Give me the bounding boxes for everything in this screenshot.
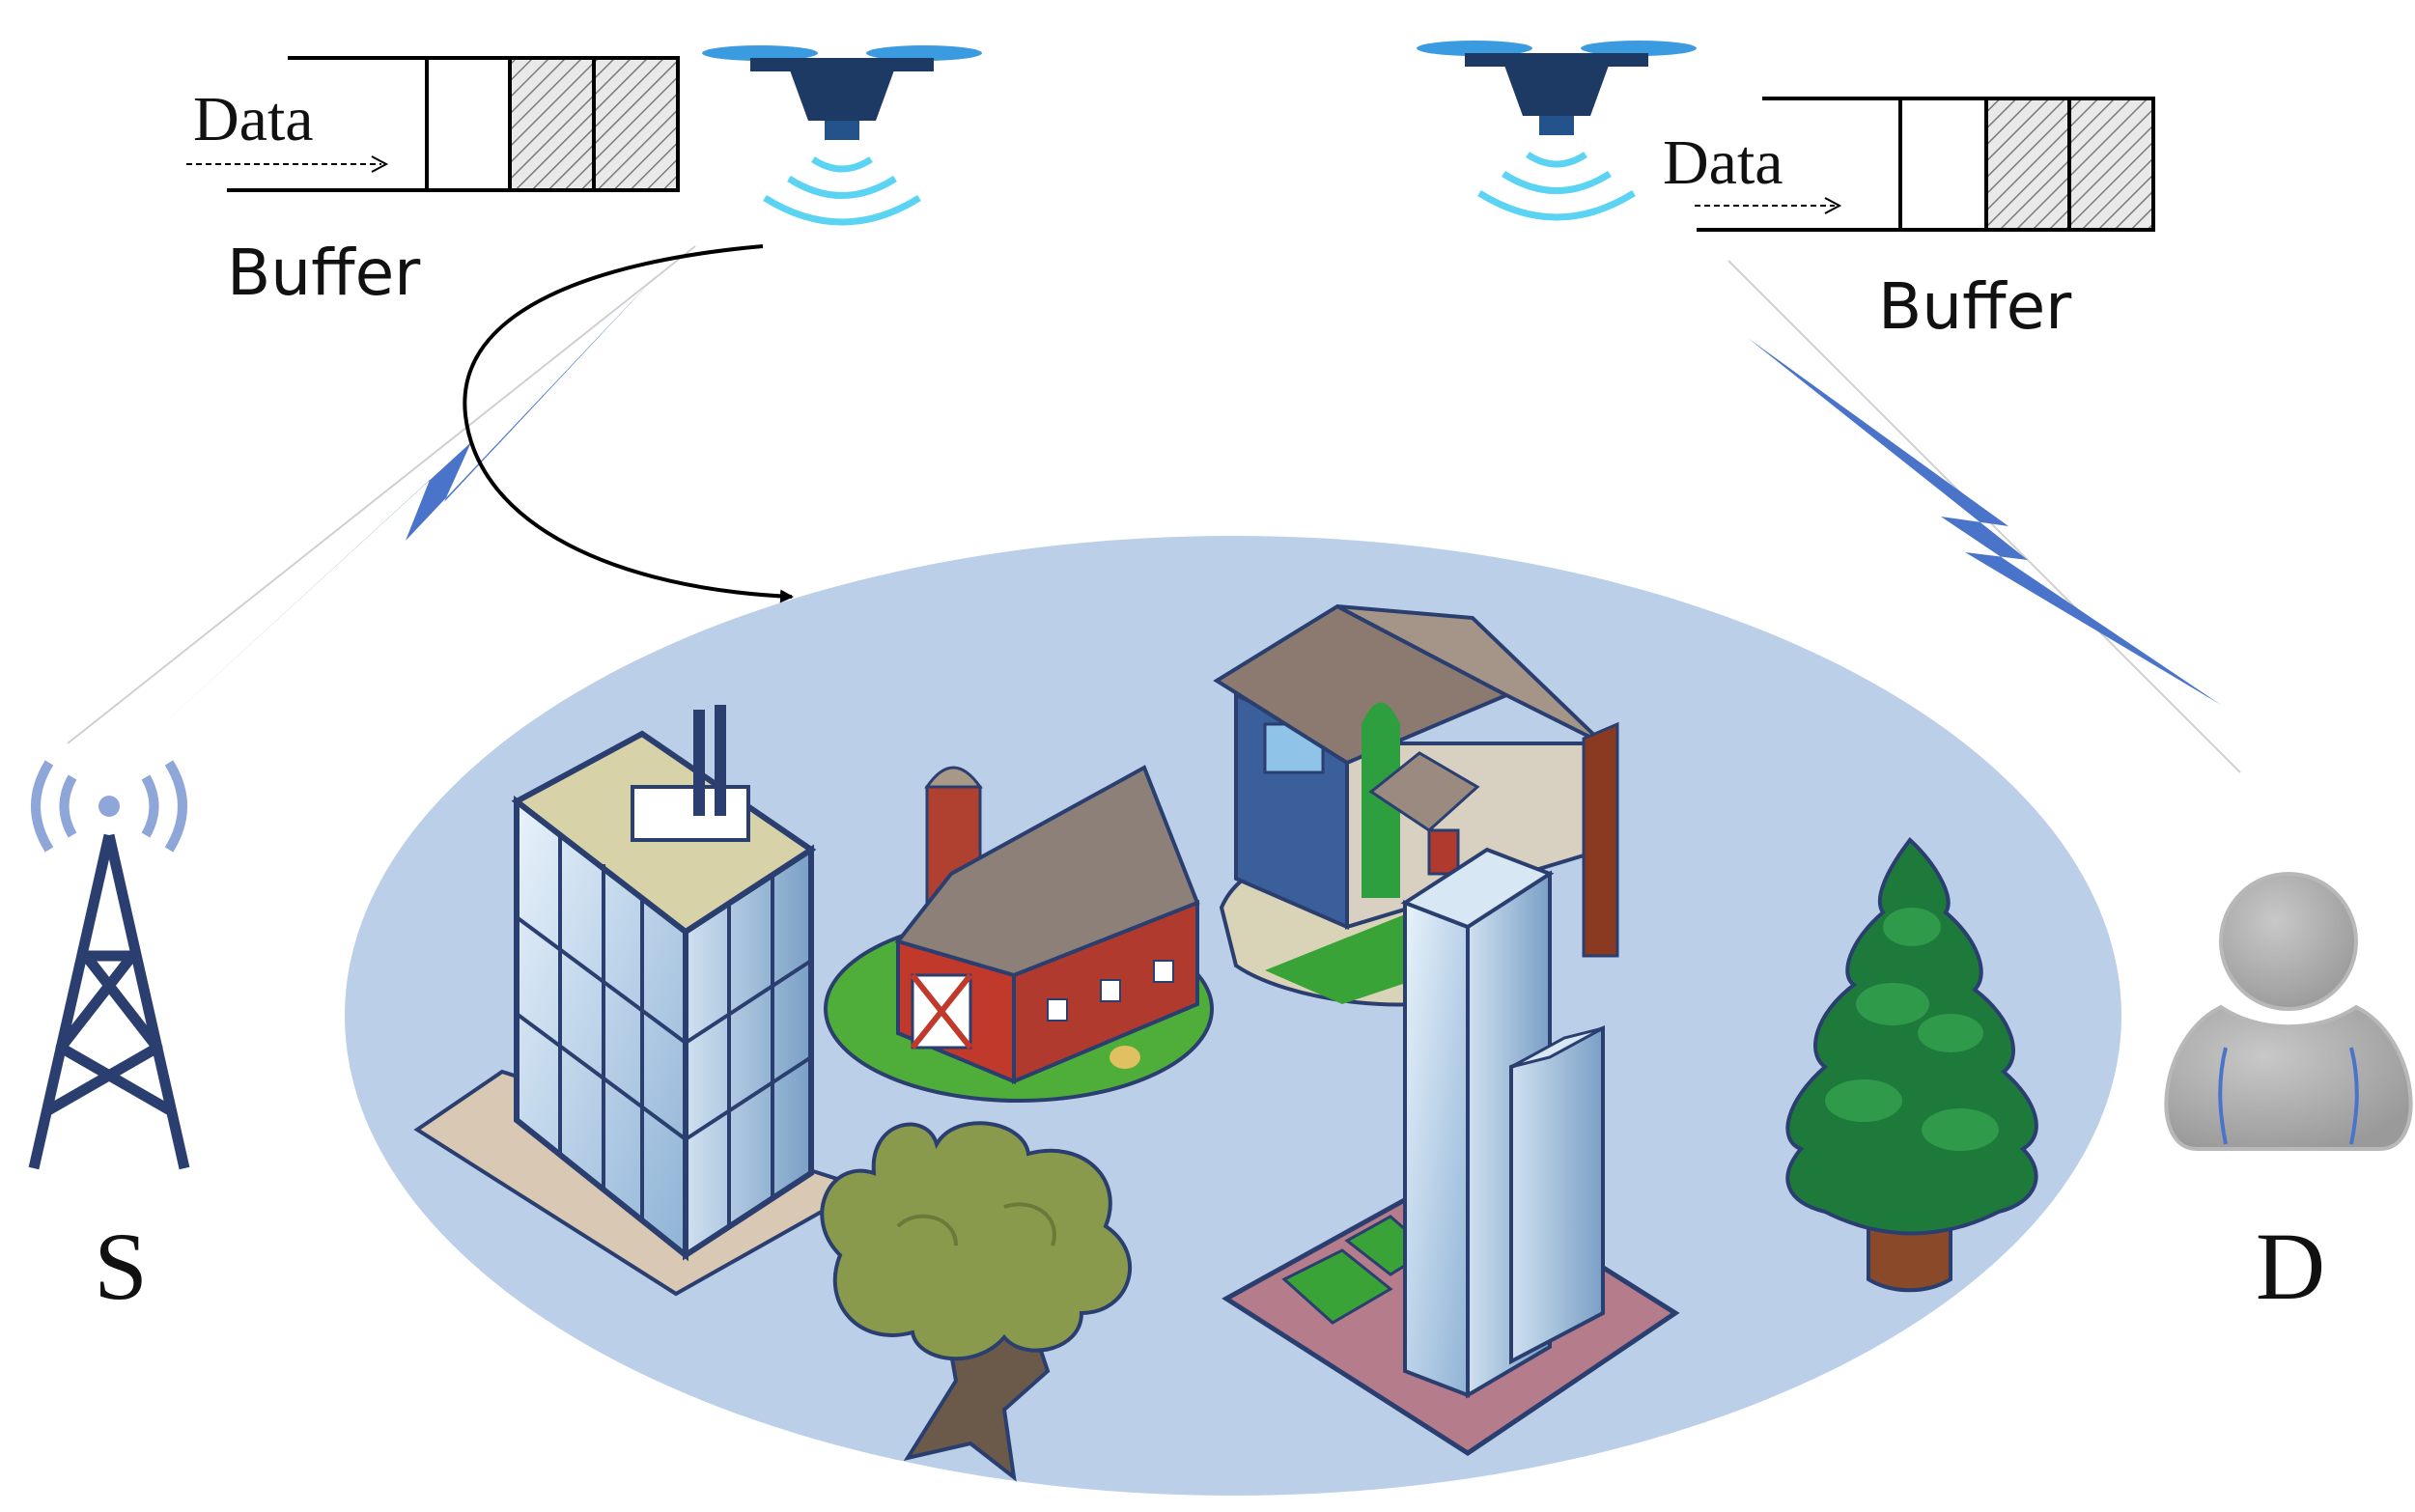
lightning-link-left [153,275,657,734]
data-label-right: Data [1663,127,1783,198]
skyscraper-icon [1222,847,1680,1456]
lightning-link-right [1748,338,2221,705]
pine-tree-icon [1785,837,2038,1293]
user-icon [2164,872,2413,1151]
coverage-area [345,536,2121,1496]
cell-tower-icon [28,760,190,1170]
oak-tree-icon [820,1121,1133,1482]
buffer-slot-filled [508,56,596,192]
buffer-label-left: Buffer [227,236,421,310]
data-label-left: Data [193,84,314,154]
trajectory-arrow [463,244,794,603]
source-label: S [94,1213,148,1320]
buffer-slot-filled [592,56,680,192]
buffer-slot-filled [2067,97,2155,232]
drone-icon [1417,41,1697,221]
buffer-right [1695,97,2155,232]
buffer-label-right: Buffer [1878,269,2072,344]
office-building-icon [413,705,869,1297]
buffer-slot-filled [1984,97,2071,232]
drone-icon [702,45,982,226]
barn-icon [824,765,1214,1103]
destination-label: D [2256,1213,2325,1320]
guide-line-left [67,245,696,744]
buffer-left [186,56,680,192]
